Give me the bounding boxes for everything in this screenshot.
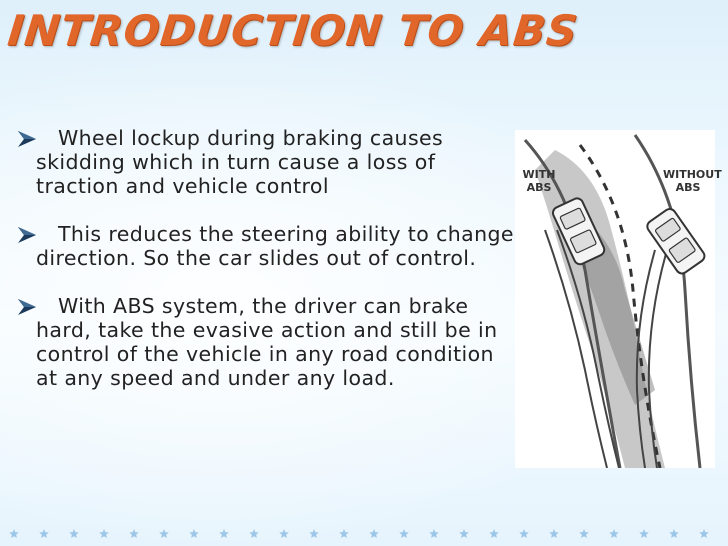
star-icon (699, 529, 709, 538)
bullet-item: Wheel lockup during braking causes skidd… (14, 126, 514, 198)
bullet-text: With ABS system, the driver can brake ha… (36, 294, 498, 390)
star-icon (69, 529, 79, 538)
star-icon (609, 529, 619, 538)
star-icon (189, 529, 199, 538)
car-with-abs (551, 197, 606, 266)
star-icon (129, 529, 139, 538)
abs-illustration: WITH ABS WITHOUT ABS (515, 130, 722, 469)
star-icon (99, 529, 109, 538)
star-icon (249, 529, 259, 538)
star-icon (309, 529, 319, 538)
star-icon (429, 529, 439, 538)
abs-road-drawing (523, 134, 706, 469)
star-icon (339, 529, 349, 538)
star-icon (219, 529, 229, 538)
bullet-text: Wheel lockup during braking causes skidd… (36, 126, 444, 198)
star-icon (279, 529, 289, 538)
star-icon (369, 529, 379, 538)
bullet-list: Wheel lockup during braking causes skidd… (14, 126, 514, 414)
star-icon (39, 529, 49, 538)
star-icon (489, 529, 499, 538)
star-icon (579, 529, 589, 538)
star-icon (399, 529, 409, 538)
star-icon (519, 529, 529, 538)
bullet-text: This reduces the steering ability to cha… (36, 222, 514, 270)
slide-title: INTRODUCTION TO ABS (5, 6, 581, 55)
arrow-bullet-icon (18, 131, 36, 147)
star-icon (549, 529, 559, 538)
label-with-abs: WITH ABS (522, 168, 556, 194)
star-icon (459, 529, 469, 538)
star-icon (639, 529, 649, 538)
bullet-item: This reduces the steering ability to cha… (14, 222, 514, 270)
car-without-abs (646, 208, 706, 275)
star-border-decoration (9, 529, 709, 538)
label-without-abs: WITHOUT ABS (663, 168, 722, 194)
star-icon (669, 529, 679, 538)
arrow-bullet-icon (18, 299, 36, 315)
bullet-item: With ABS system, the driver can brake ha… (14, 294, 514, 390)
arrow-bullet-icon (18, 227, 36, 243)
star-icon (159, 529, 169, 538)
star-icon (9, 529, 19, 538)
